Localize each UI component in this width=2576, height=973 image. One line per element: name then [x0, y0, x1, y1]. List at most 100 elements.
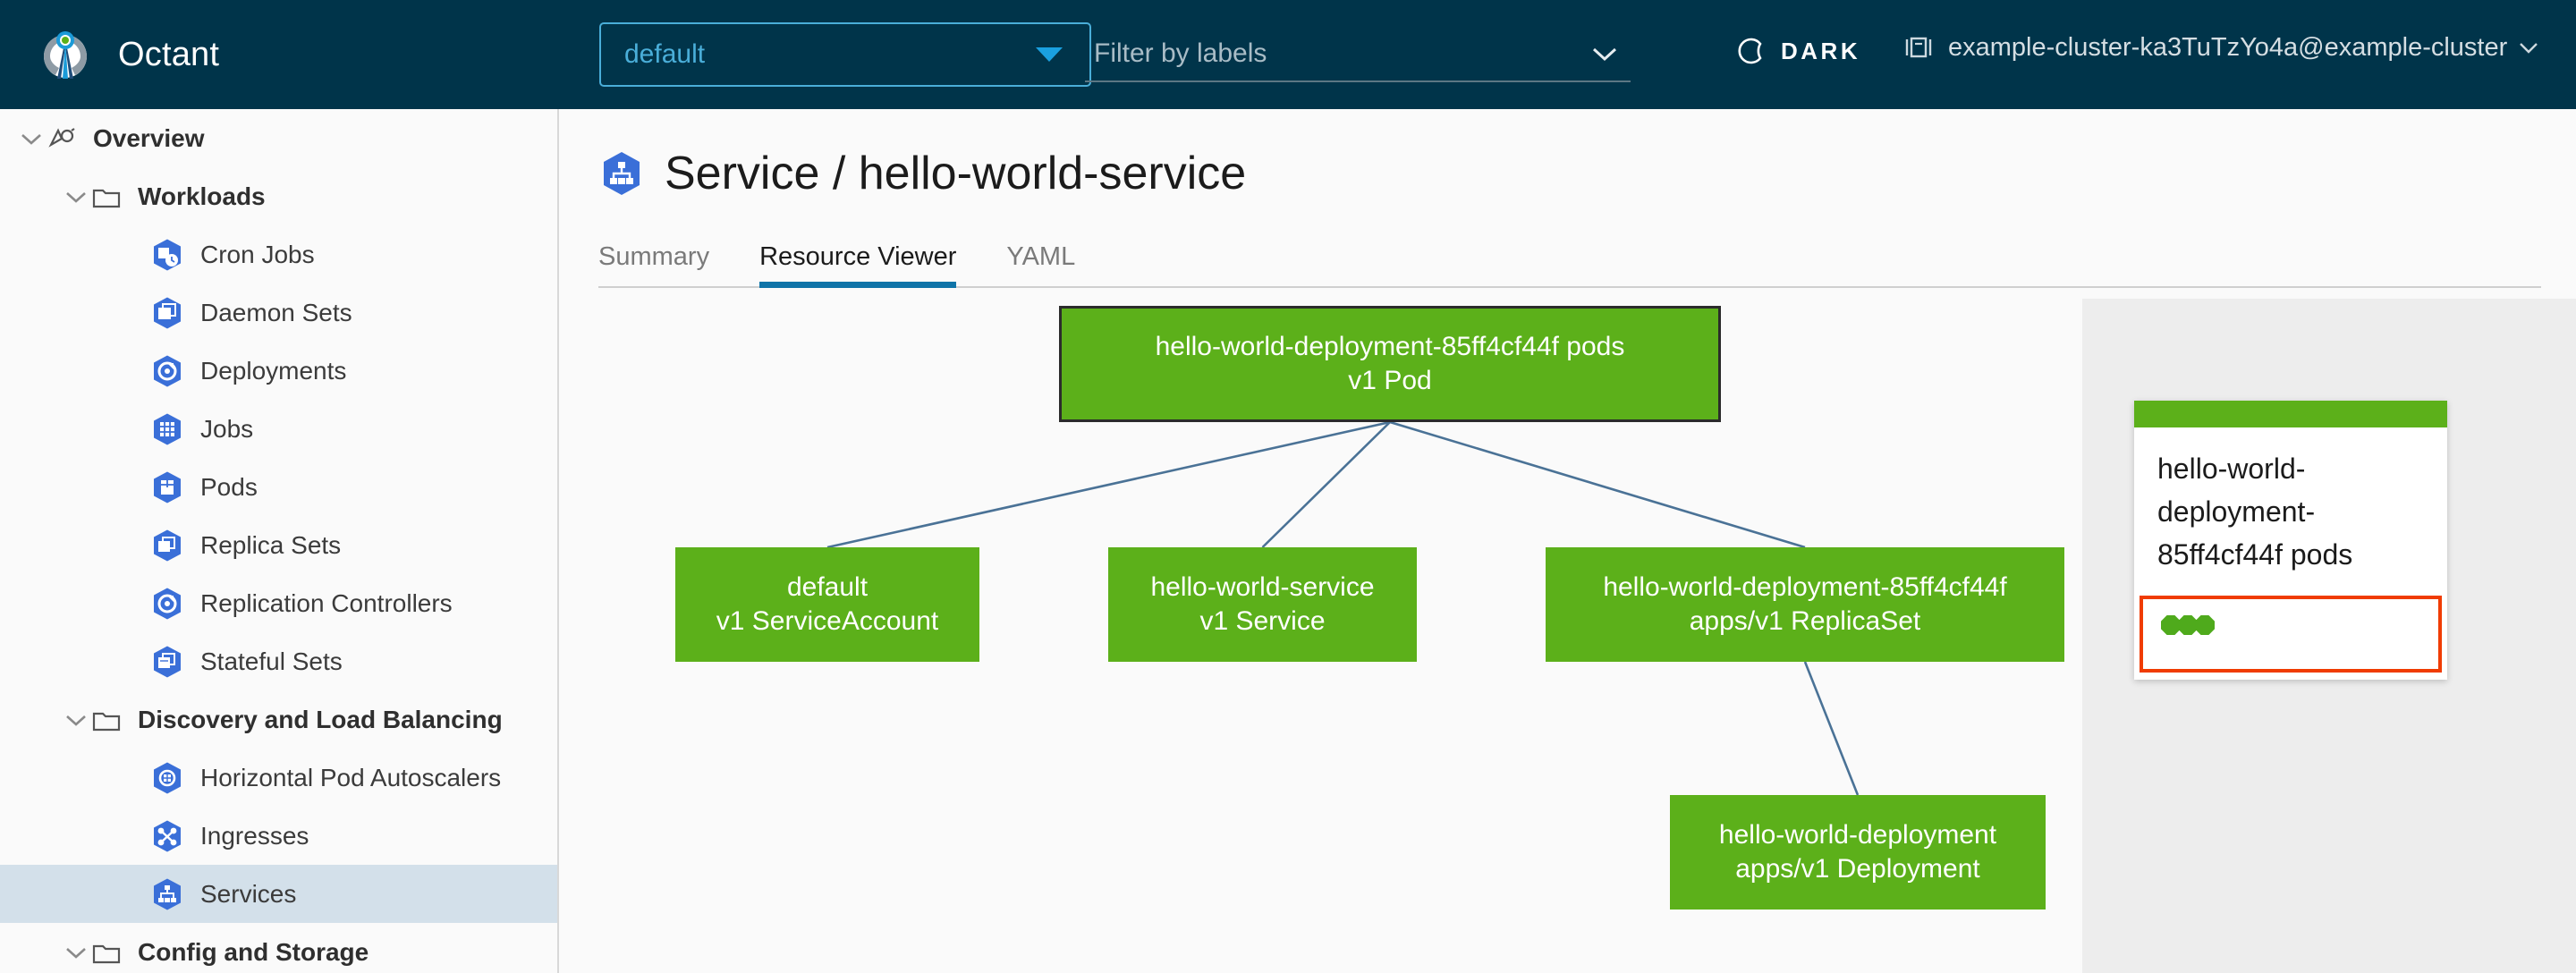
- cluster-selector-label: example-cluster-ka3TuTzYo4a@example-clus…: [1948, 32, 2508, 62]
- k8s-daemonset-icon: [150, 296, 184, 330]
- tab-bar: Summary Resource Viewer YAML: [598, 236, 2541, 288]
- sidebar-item-jobs[interactable]: Jobs: [0, 400, 557, 458]
- namespace-select[interactable]: default: [599, 22, 1091, 87]
- sidebar-item-label: Services: [200, 879, 297, 908]
- sidebar-item-label: Horizontal Pod Autoscalers: [200, 763, 502, 791]
- graph-node-title: hello-world-deployment: [1718, 820, 1997, 850]
- pod-status-dot[interactable]: [2195, 615, 2215, 635]
- k8s-replicaset-icon: [150, 529, 184, 563]
- sidebar-item-label: Config and Storage: [138, 937, 369, 966]
- k8s-pod-icon: [150, 470, 184, 504]
- moon-icon: [1738, 36, 1768, 66]
- sidebar-item-ingresses[interactable]: Ingresses: [0, 807, 557, 865]
- graph-edge-pod-to-replicaset: [1389, 420, 1806, 549]
- sidebar-item-pods[interactable]: Pods: [0, 458, 557, 516]
- cluster-icon: [1903, 32, 1934, 63]
- label-filter-input[interactable]: Filter by labels: [1085, 27, 1631, 82]
- brand[interactable]: Octant: [38, 27, 574, 82]
- chevron-down-icon[interactable]: [61, 943, 91, 962]
- k8s-hpa-icon: [150, 761, 184, 795]
- k8s-job-icon: [150, 412, 184, 446]
- sidebar-item-discovery-and-load-balancing[interactable]: Discovery and Load Balancing: [0, 690, 557, 749]
- sidebar-item-config-and-storage[interactable]: Config and Storage: [0, 923, 557, 973]
- sidebar-item-label: Replica Sets: [200, 530, 342, 559]
- k8s-service-icon: [598, 150, 645, 197]
- theme-toggle-label: DARK: [1781, 37, 1861, 64]
- sidebar-item-overview[interactable]: Overview: [0, 109, 557, 167]
- sidebar-item-replica-sets[interactable]: Replica Sets: [0, 516, 557, 574]
- sidebar-item-label: Deployments: [200, 356, 347, 385]
- graph-node-subtitle: v1 Service: [1199, 606, 1326, 636]
- cluster-selector[interactable]: example-cluster-ka3TuTzYo4a@example-clus…: [1903, 32, 2539, 63]
- graph-node-subtitle: apps/v1 ReplicaSet: [1689, 606, 1921, 636]
- caret-down-icon: [1036, 47, 1063, 62]
- graph-node-title: hello-world-deployment-85ff4cf44f pods: [1155, 332, 1625, 361]
- k8s-service-icon: [150, 877, 184, 911]
- sidebar-item-label: Discovery and Load Balancing: [138, 705, 503, 733]
- graph-node-subtitle: apps/v1 Deployment: [1735, 854, 1980, 884]
- pod-status-box[interactable]: [2140, 596, 2442, 673]
- folder-icon: [91, 183, 122, 210]
- sidebar-item-workloads[interactable]: Workloads: [0, 167, 557, 225]
- detail-card[interactable]: hello-world-deployment-85ff4cf44f pods: [2134, 401, 2447, 680]
- namespace-select-value: default: [624, 39, 706, 69]
- octant-logo-icon: [38, 27, 93, 82]
- detail-card-status-bar: [2134, 401, 2447, 427]
- main-content: Service / hello-world-service Summary Res…: [561, 109, 2576, 973]
- label-filter-placeholder: Filter by labels: [1094, 38, 1267, 68]
- sidebar-item-label: Cron Jobs: [200, 240, 315, 268]
- detail-panel: hello-world-deployment-85ff4cf44f pods: [2082, 299, 2576, 973]
- tab-summary[interactable]: Summary: [598, 242, 710, 271]
- graph-node-service[interactable]: hello-world-service v1 Service: [1108, 547, 1417, 662]
- pod-status-dot[interactable]: [2178, 615, 2198, 635]
- chevron-down-icon[interactable]: [61, 710, 91, 730]
- tab-resource-viewer[interactable]: Resource Viewer: [759, 242, 957, 288]
- k8s-replicationcontroller-icon: [150, 587, 184, 621]
- graph-node-subtitle: v1 ServiceAccount: [716, 606, 939, 636]
- chevron-down-icon[interactable]: [61, 187, 91, 207]
- graph-edge-pod-to-serviceaccount: [826, 420, 1391, 549]
- overview-icon: [47, 125, 77, 152]
- sidebar-item-cron-jobs[interactable]: Cron Jobs: [0, 225, 557, 283]
- theme-toggle-dark[interactable]: DARK: [1738, 36, 1860, 66]
- sidebar-item-label: Workloads: [138, 182, 266, 210]
- sidebar-item-label: Jobs: [200, 414, 254, 443]
- detail-card-title: hello-world-deployment-85ff4cf44f pods: [2157, 453, 2353, 571]
- resource-viewer-graph: hello-world-deployment-85ff4cf44f pods v1…: [561, 299, 2081, 973]
- graph-node-title: default: [786, 572, 869, 602]
- chevron-down-icon[interactable]: [16, 129, 47, 148]
- sidebar-item-label: Pods: [200, 472, 258, 501]
- sidebar-item-services[interactable]: Services: [0, 865, 557, 923]
- graph-edges: [826, 420, 1860, 796]
- sidebar-item-label: Overview: [93, 123, 205, 152]
- brand-name: Octant: [118, 35, 220, 73]
- sidebar-item-label: Ingresses: [200, 821, 309, 850]
- tab-yaml[interactable]: YAML: [1006, 242, 1076, 271]
- folder-icon: [91, 939, 122, 966]
- sidebar-item-label: Replication Controllers: [200, 588, 453, 617]
- sidebar-item-label: Daemon Sets: [200, 298, 352, 326]
- k8s-statefulset-icon: [150, 645, 184, 679]
- graph-node-title: hello-world-deployment-85ff4cf44f: [1603, 572, 2007, 602]
- graph-edge-replicaset-to-deployment: [1803, 661, 1860, 796]
- sidebar-item-horizontal-pod-autoscalers[interactable]: Horizontal Pod Autoscalers: [0, 749, 557, 807]
- graph-node-title: hello-world-service: [1150, 572, 1375, 602]
- sidebar-item-stateful-sets[interactable]: Stateful Sets: [0, 632, 557, 690]
- k8s-ingress-icon: [150, 819, 184, 853]
- sidebar-item-deployments[interactable]: Deployments: [0, 342, 557, 400]
- chevron-down-icon[interactable]: [1591, 46, 1618, 62]
- graph-node-serviceaccount[interactable]: default v1 ServiceAccount: [675, 547, 979, 662]
- page-title-row: Service / hello-world-service: [598, 147, 2576, 200]
- folder-icon: [91, 706, 122, 733]
- graph-node-deployment[interactable]: hello-world-deployment apps/v1 Deployment: [1670, 795, 2046, 910]
- pod-status-dot[interactable]: [2161, 615, 2181, 635]
- sidebar-item-daemon-sets[interactable]: Daemon Sets: [0, 283, 557, 342]
- page-title: Service / hello-world-service: [665, 148, 1247, 199]
- chevron-down-icon: [2518, 40, 2539, 55]
- graph-edge-pod-to-service: [1261, 421, 1391, 548]
- graph-node-replicaset[interactable]: hello-world-deployment-85ff4cf44f apps/v1…: [1546, 547, 2064, 662]
- sidebar-item-replication-controllers[interactable]: Replication Controllers: [0, 574, 557, 632]
- k8s-deployment-icon: [150, 354, 184, 388]
